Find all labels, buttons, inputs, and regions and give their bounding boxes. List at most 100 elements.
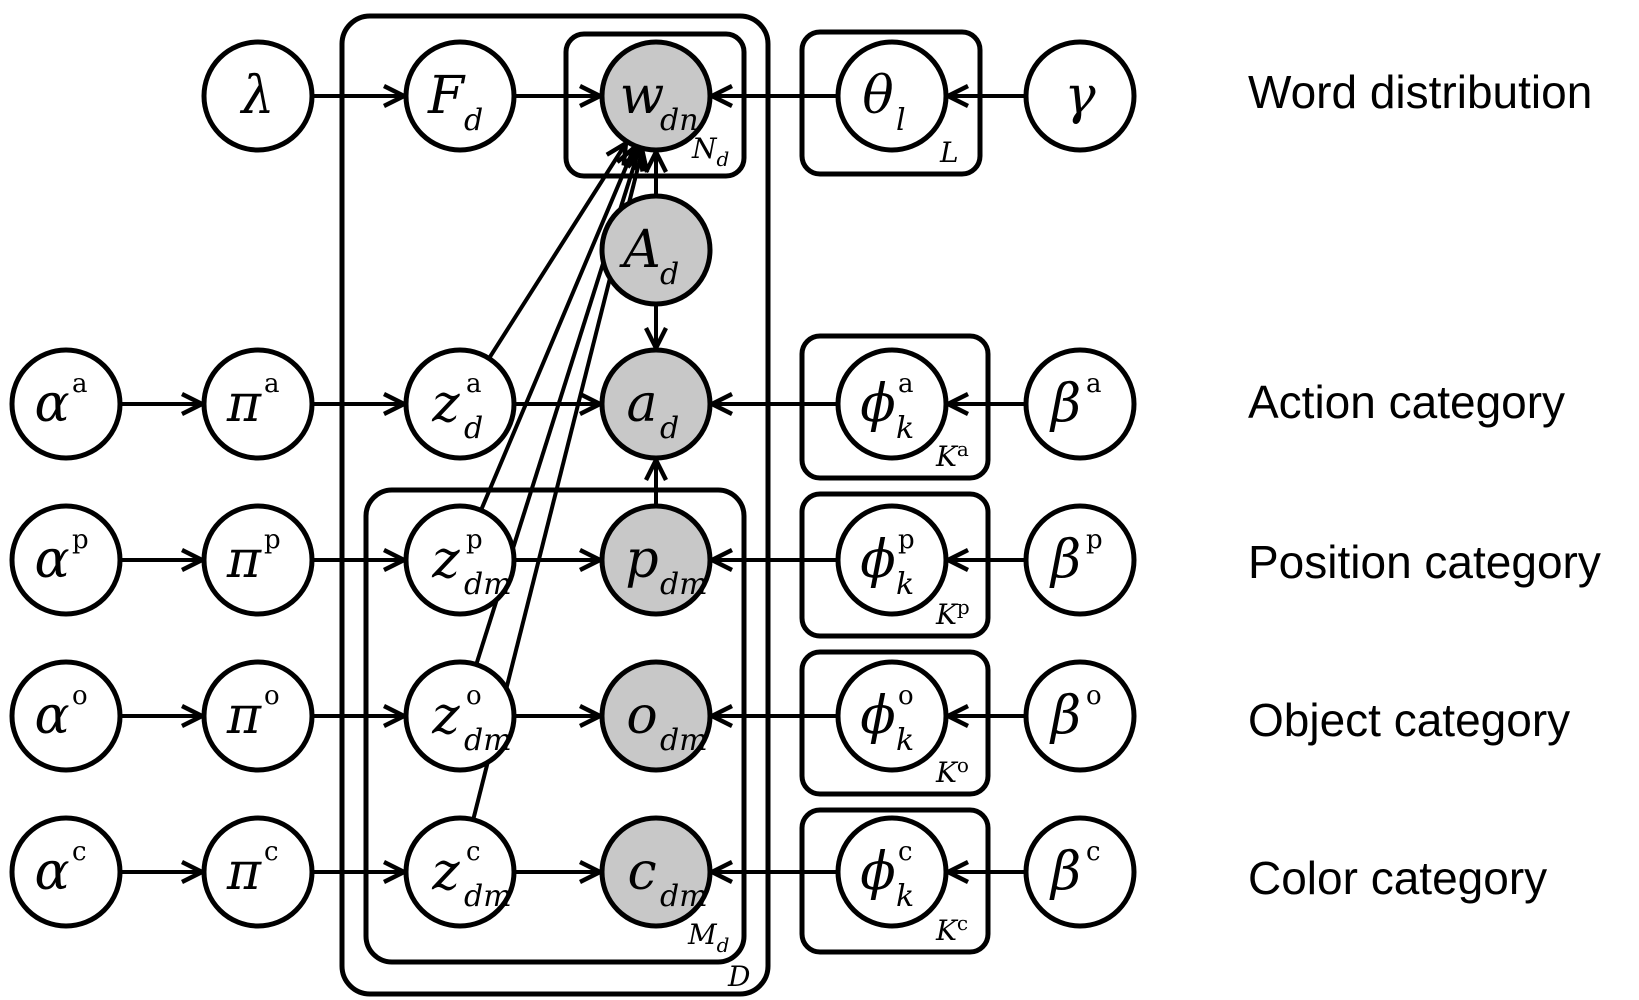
node-pi_p-symbol: π [226,530,262,590]
node-z_o-symbol: z [431,686,460,746]
node-pi_c-symbol: π [226,842,262,902]
plates [339,13,991,997]
node-pi_a-symbol: π [226,374,262,434]
node-gamma-circle [1023,39,1137,153]
plate-label-Kp: Kp [935,595,970,631]
node-w-symbol: w [620,66,665,126]
node-p-symbol: p [625,530,658,590]
node-phi_c-subscript: k [896,879,914,914]
node-F-circle [403,39,517,153]
node-F-subscript: d [464,103,483,138]
node-phi_a-circle [835,347,949,461]
plate-label-N: Nd [691,132,729,171]
edge-z_a-to-w [487,143,626,360]
node-phi_o-subscript: k [896,723,914,758]
node-phi_a-subscript: k [896,411,914,446]
node-z_c-circle [403,815,517,929]
node-beta_a-circle [1023,347,1137,461]
node-A-subscript: d [660,257,679,292]
node-lambda-symbol: λ [240,66,275,126]
row-label-action: Action category [1248,376,1565,428]
node-alpha_c-symbol: α [34,842,69,902]
node-z_a-superscript: a [466,369,482,399]
node-a-subscript: d [660,411,679,446]
row-label-word: Word distribution [1248,66,1592,118]
node-phi_o-symbol: ϕ [860,686,895,746]
edge-z_p-to-w [479,148,634,512]
node-phi_o-superscript: o [898,681,914,711]
plate-label-M: Md [687,918,729,957]
node-phi_p-superscript: p [898,525,915,555]
node-beta_o-symbol: β [1049,686,1081,746]
plate-Kp [799,491,991,639]
node-beta_c-symbol: β [1049,842,1081,902]
node-c-subscript: dm [660,879,708,914]
node-pi_c-superscript: c [264,837,279,867]
plate-label-D: D [727,960,750,993]
plate-label-Kc: Kc [935,911,968,947]
node-pi_a-superscript: a [264,369,280,399]
node-a-symbol: a [626,374,657,434]
node-z_a-subscript: d [464,411,483,446]
node-o-symbol: o [626,686,657,746]
node-phi_a-superscript: a [898,369,914,399]
node-alpha_o-superscript: o [72,681,88,711]
plate-D [339,13,771,997]
node-alpha_o-circle [9,659,123,773]
node-phi_o-circle [835,659,949,773]
node-pi_p-circle [201,503,315,617]
node-beta_c-circle [1023,815,1137,929]
node-w-circle [599,39,713,153]
node-z_c-subscript: dm [464,879,512,914]
node-phi_p-symbol: ϕ [860,530,895,590]
node-p-subscript: dm [660,567,708,602]
node-alpha_c-superscript: c [72,837,87,867]
node-lambda-circle [201,39,315,153]
node-gamma-symbol: γ [1064,66,1096,126]
node-A-symbol: A [619,220,661,280]
plate-labels: D Nd Md L Ka Kp Ko Kc [687,132,970,993]
row-label-color: Color category [1248,852,1547,904]
plate-label-Ka: Ka [935,437,969,473]
plate-Ko [799,649,991,797]
node-beta_p-superscript: p [1086,525,1103,555]
node-beta_a-symbol: β [1049,374,1081,434]
node-F-symbol: F [427,66,466,126]
node-phi_c-symbol: ϕ [860,842,895,902]
node-o-subscript: dm [660,723,708,758]
node-phi_p-circle [835,503,949,617]
node-pi_o-circle [201,659,315,773]
node-phi_p-subscript: k [896,567,914,602]
node-z_a-symbol: z [431,374,460,434]
node-z_o-circle [403,659,517,773]
node-pi_c-circle [201,815,315,929]
node-z_p-superscript: p [466,525,483,555]
node-z_a-circle [403,347,517,461]
row-label-position: Position category [1248,536,1601,588]
node-a-circle [599,347,713,461]
node-pi_o-symbol: π [226,686,262,746]
node-w: wdn [599,39,713,153]
node-z_p-subscript: dm [464,567,512,602]
node-pi_a-circle [201,347,315,461]
node-alpha_c-circle [9,815,123,929]
node-alpha_a-symbol: α [34,374,69,434]
node-lambda: λ [201,39,315,153]
